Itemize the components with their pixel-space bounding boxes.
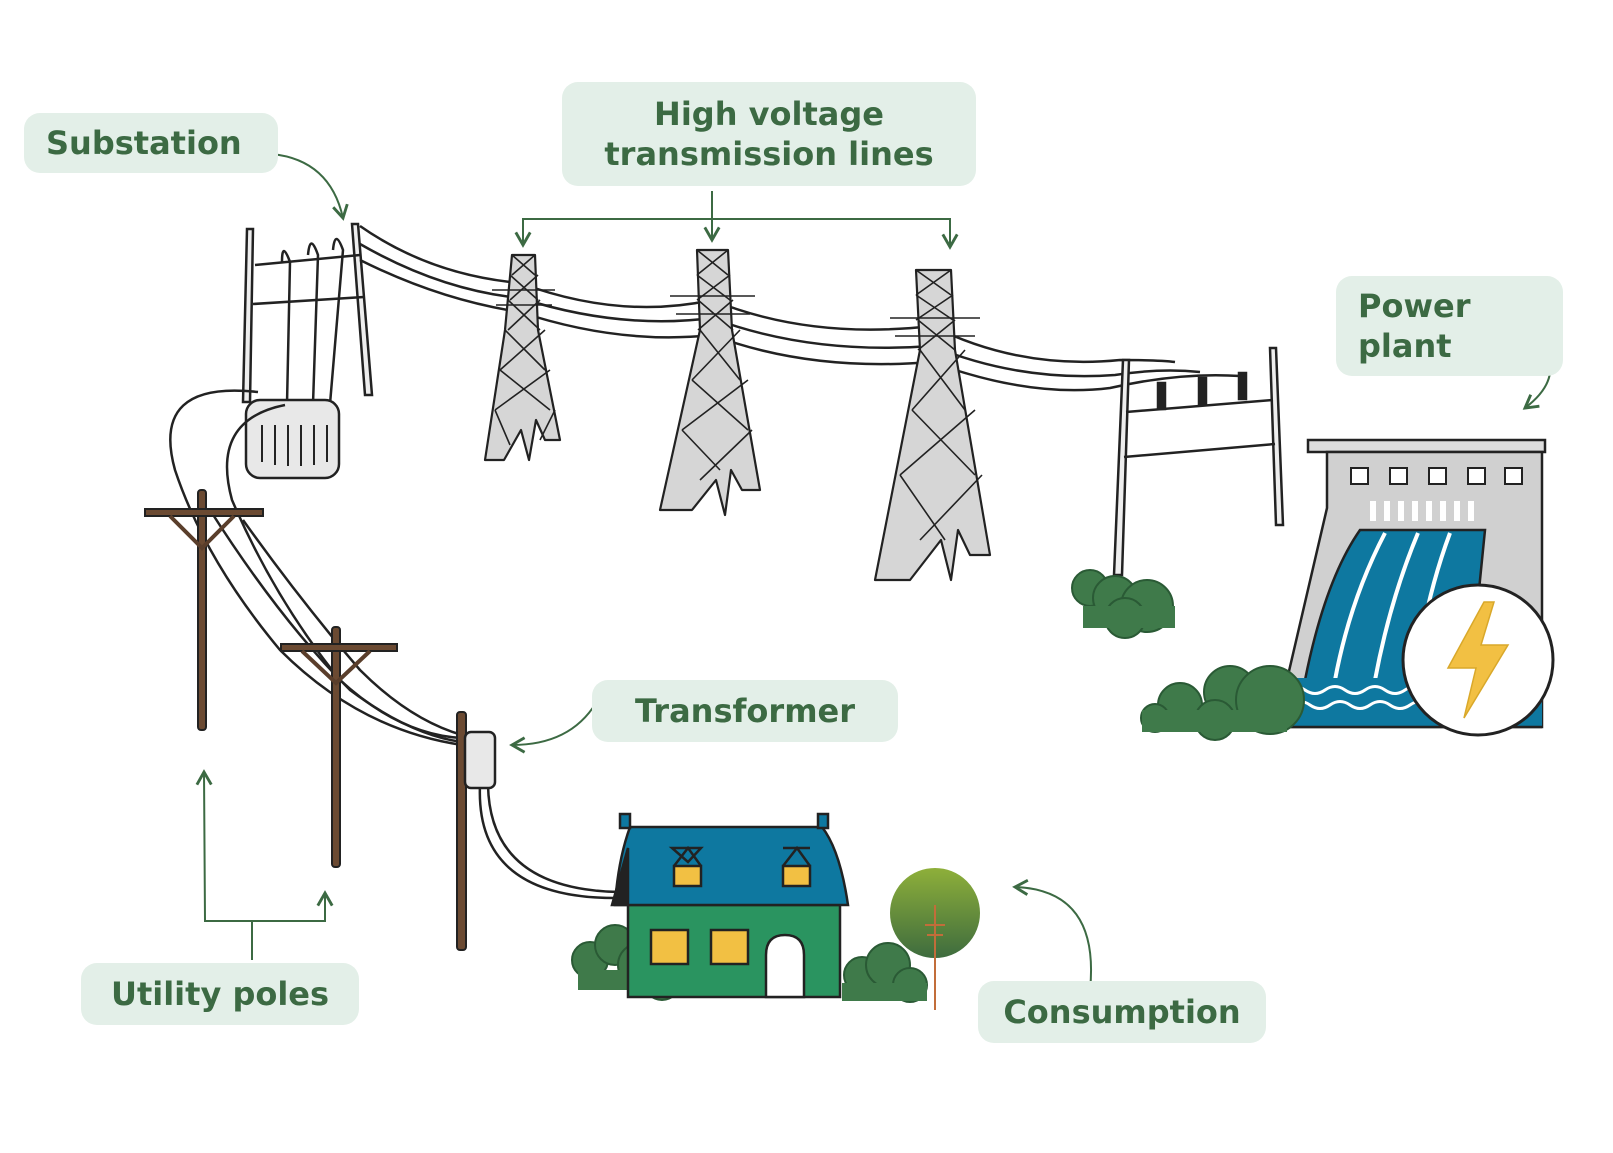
consumption-label-text: Consumption [1003, 993, 1241, 1031]
transmission-lines-label: High voltage transmission lines [562, 82, 976, 186]
substation [241, 222, 374, 480]
power-plant-gantry [1112, 346, 1285, 577]
transmission-lines-label-line2: transmission lines [604, 135, 934, 173]
bush [842, 942, 928, 1003]
distribution-wires [169, 389, 621, 900]
transformer-label: Transformer [592, 680, 898, 742]
bush [1071, 569, 1175, 639]
transformer-label-text: Transformer [634, 692, 856, 730]
pole-transformer [463, 730, 497, 790]
utility-poles-label-text: Utility poles [110, 975, 330, 1013]
high-voltage-lines [359, 224, 1241, 392]
house [610, 812, 850, 999]
power-plant-label-line1: Power [1358, 287, 1471, 325]
consumption-label: Consumption [978, 981, 1266, 1043]
power-plant-label: Power plant [1336, 276, 1563, 376]
power-plant-label-line2: plant [1358, 327, 1452, 365]
utility-poles-label: Utility poles [81, 963, 359, 1025]
transmission-tower [658, 248, 762, 517]
utility-pole [280, 626, 398, 868]
utility-pole [144, 489, 264, 731]
transmission-tower [483, 253, 562, 462]
power-plant [1274, 438, 1555, 737]
transmission-lines-label-line1: High voltage [654, 95, 884, 133]
bush [1140, 665, 1305, 741]
lightning-bolt-icon [1446, 601, 1510, 719]
substation-label: Substation [24, 113, 278, 173]
transmission-tower [873, 268, 992, 582]
tree [888, 866, 982, 1010]
substation-label-text: Substation [46, 124, 242, 162]
